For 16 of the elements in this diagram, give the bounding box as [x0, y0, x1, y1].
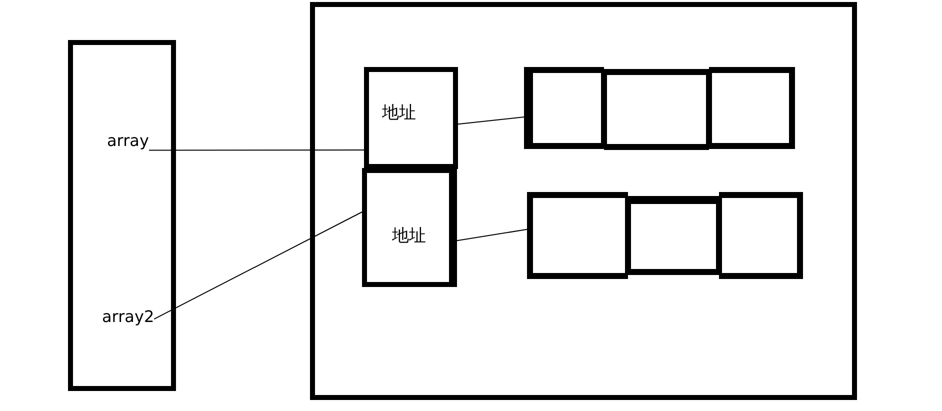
array-cell — [524, 67, 604, 149]
address-box: 地址 — [364, 67, 458, 169]
connector-line — [148, 150, 364, 151]
large-box — [310, 2, 857, 400]
array-cell — [604, 69, 709, 150]
array-cell — [719, 192, 803, 279]
connector-line — [456, 228, 528, 242]
tall-box — [68, 40, 176, 391]
connector-line — [458, 116, 524, 125]
address-box: 地址 — [362, 168, 457, 287]
array-cell — [628, 196, 719, 275]
array-cell — [527, 192, 628, 279]
variable-label: array2 — [102, 307, 154, 326]
variable-label: array — [107, 131, 149, 150]
connector-line — [154, 212, 362, 320]
array-cell — [709, 67, 795, 149]
